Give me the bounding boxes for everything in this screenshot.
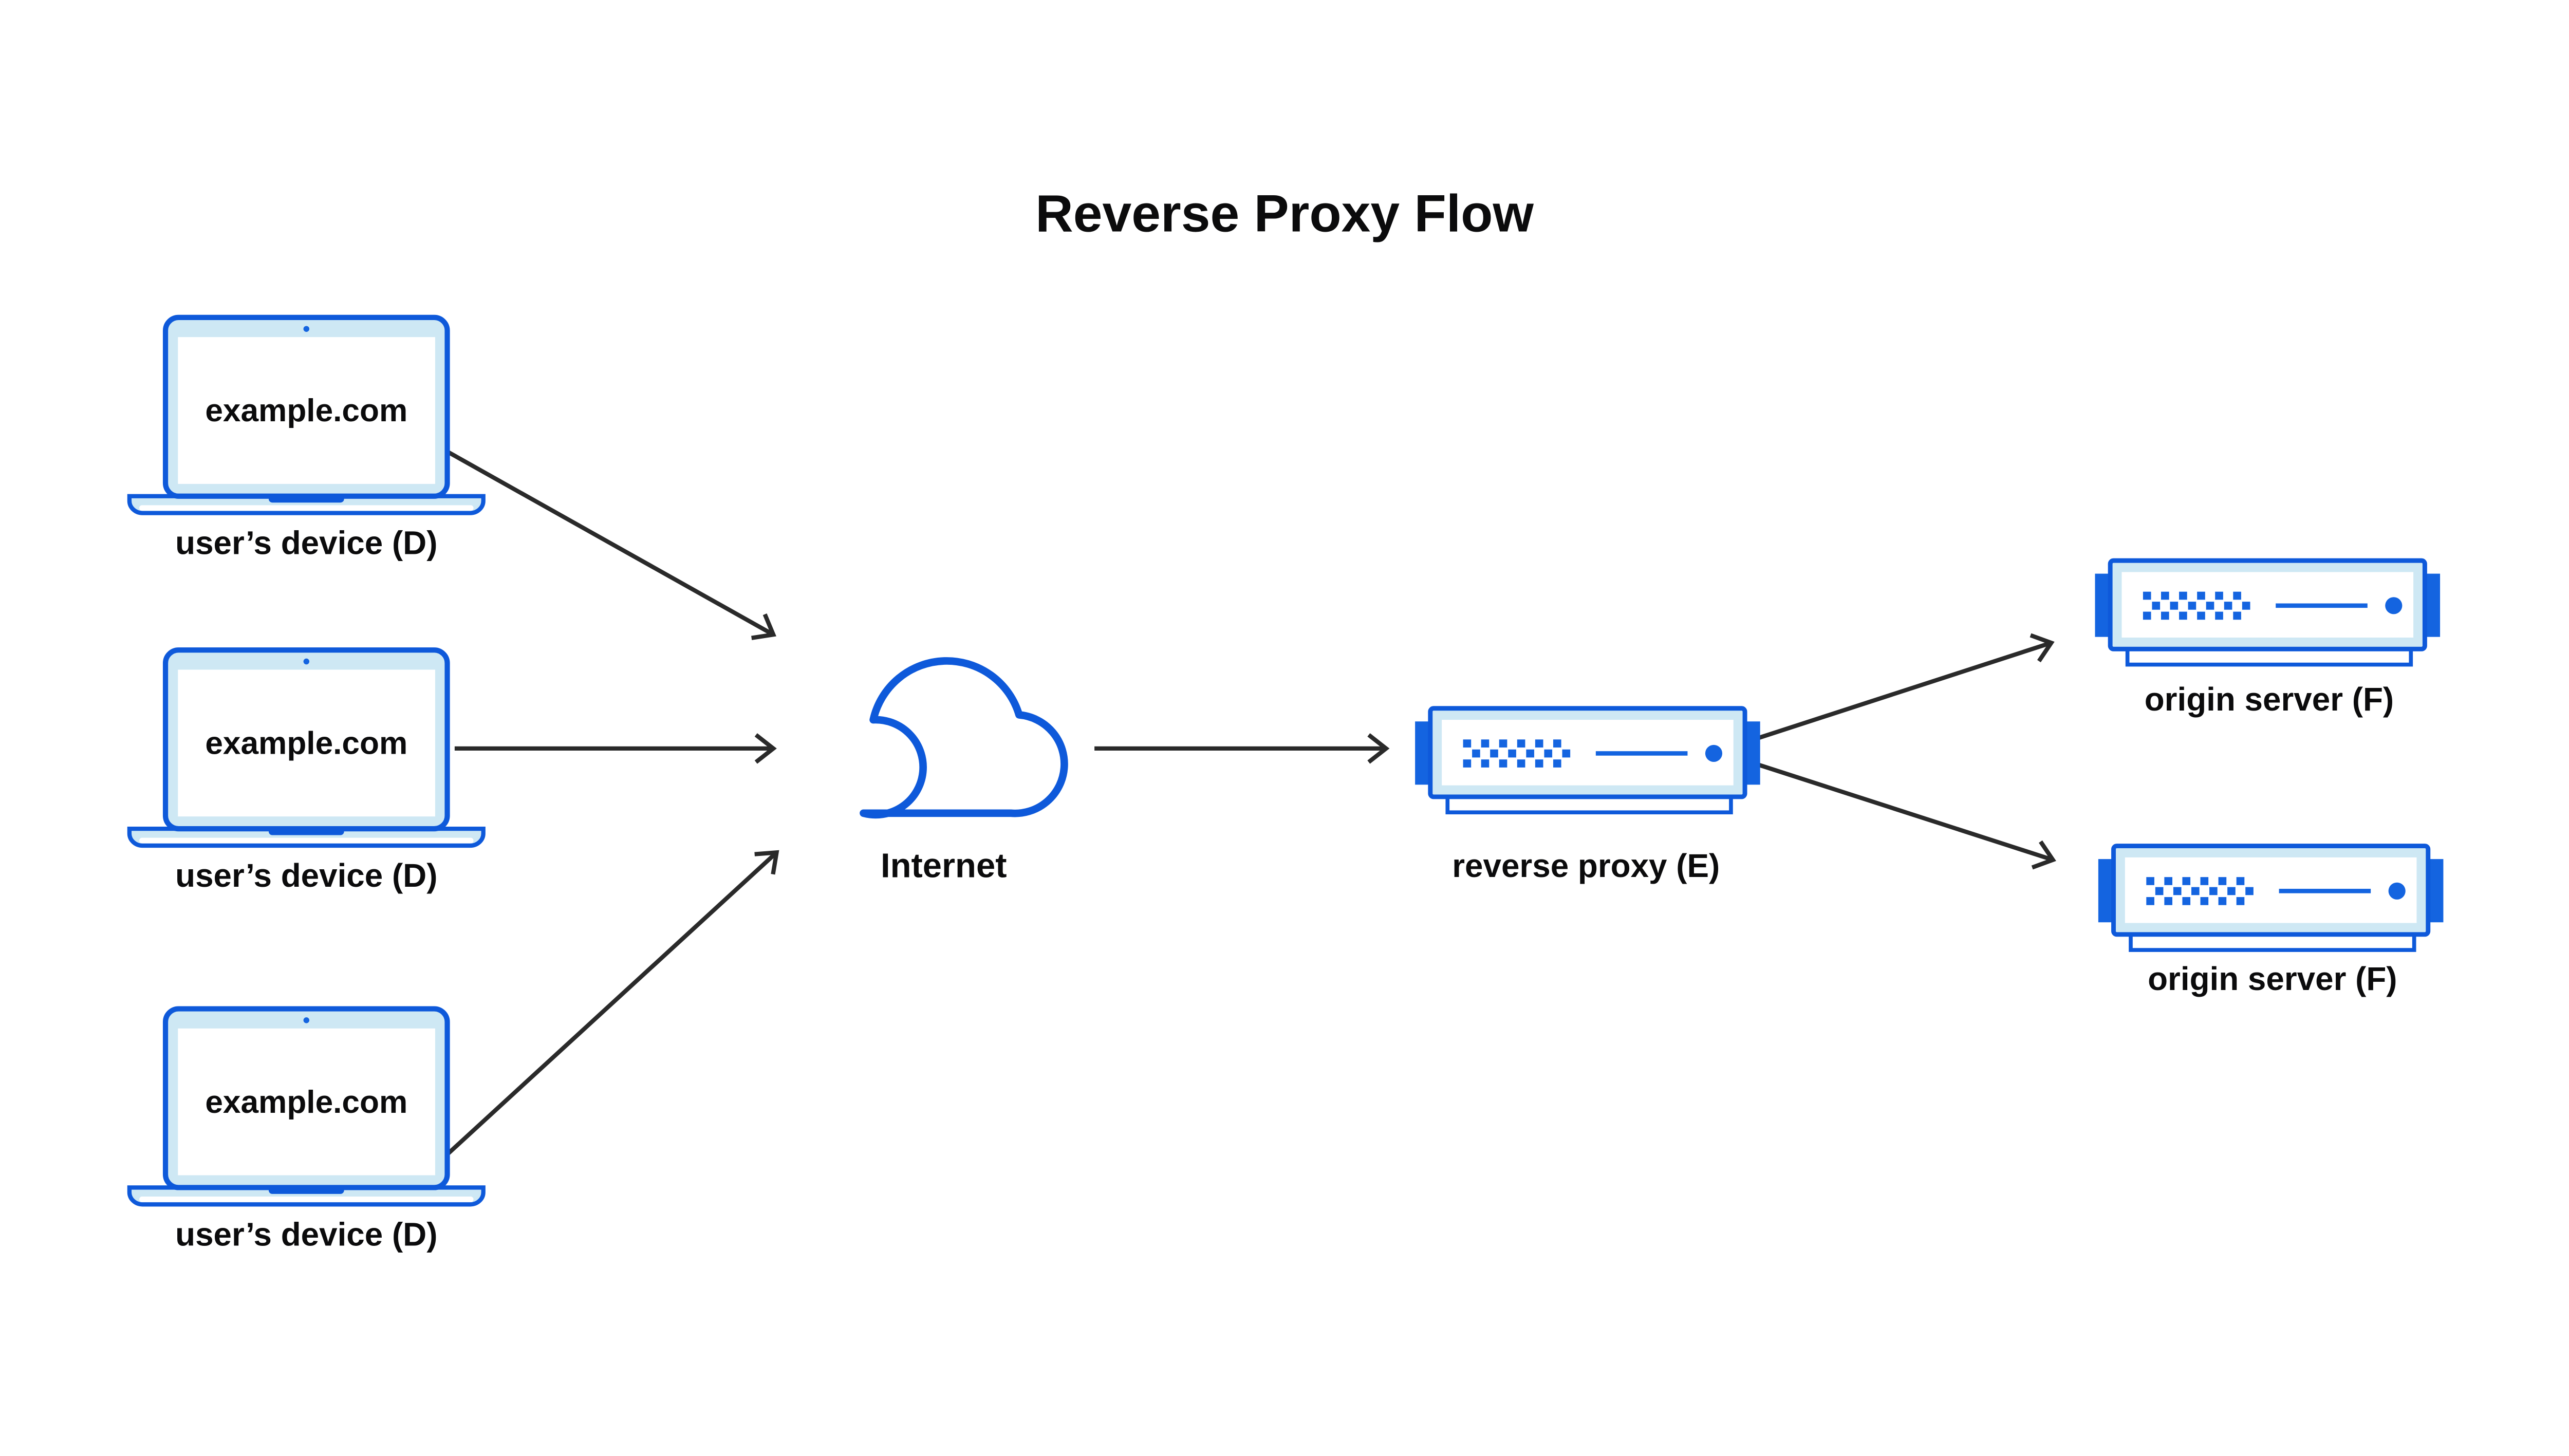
arrow-proxy-to-origin1 [1758,633,2055,740]
cloud-icon [860,657,1068,819]
node-user-device-3: example.com user’s device (D) [129,1009,483,1253]
node-user-device-2: example.com user’s device (D) [129,650,483,894]
arrow-device3-to-internet [441,850,779,1161]
reverse-proxy-label: reverse proxy (E) [1452,847,1720,884]
arrow-device1-to-internet [445,449,776,640]
arrow-proxy-to-origin2 [1758,762,2056,870]
reverse-proxy-server-icon [1415,708,1760,812]
device-screen-text: example.com [205,1085,407,1120]
device-label: user’s device (D) [175,857,437,894]
origin-server-label: origin server (F) [2148,960,2397,997]
device-screen-text: example.com [205,725,407,761]
origin-server-icon [2095,561,2440,664]
device-label: user’s device (D) [175,525,437,562]
node-origin-server-2: origin server (F) [2098,846,2444,997]
internet-label: Internet [881,846,1007,885]
device-screen-text: example.com [205,393,407,428]
node-user-device-1: example.com user’s device (D) [129,318,483,562]
node-reverse-proxy: reverse proxy (E) [1415,708,1760,884]
node-internet: Internet [860,657,1068,885]
origin-server-icon [2098,846,2444,950]
page-title: Reverse Proxy Flow [1035,184,1534,243]
node-origin-server-1: origin server (F) [2095,561,2440,718]
device-label: user’s device (D) [175,1216,437,1253]
origin-server-label: origin server (F) [2145,681,2394,718]
